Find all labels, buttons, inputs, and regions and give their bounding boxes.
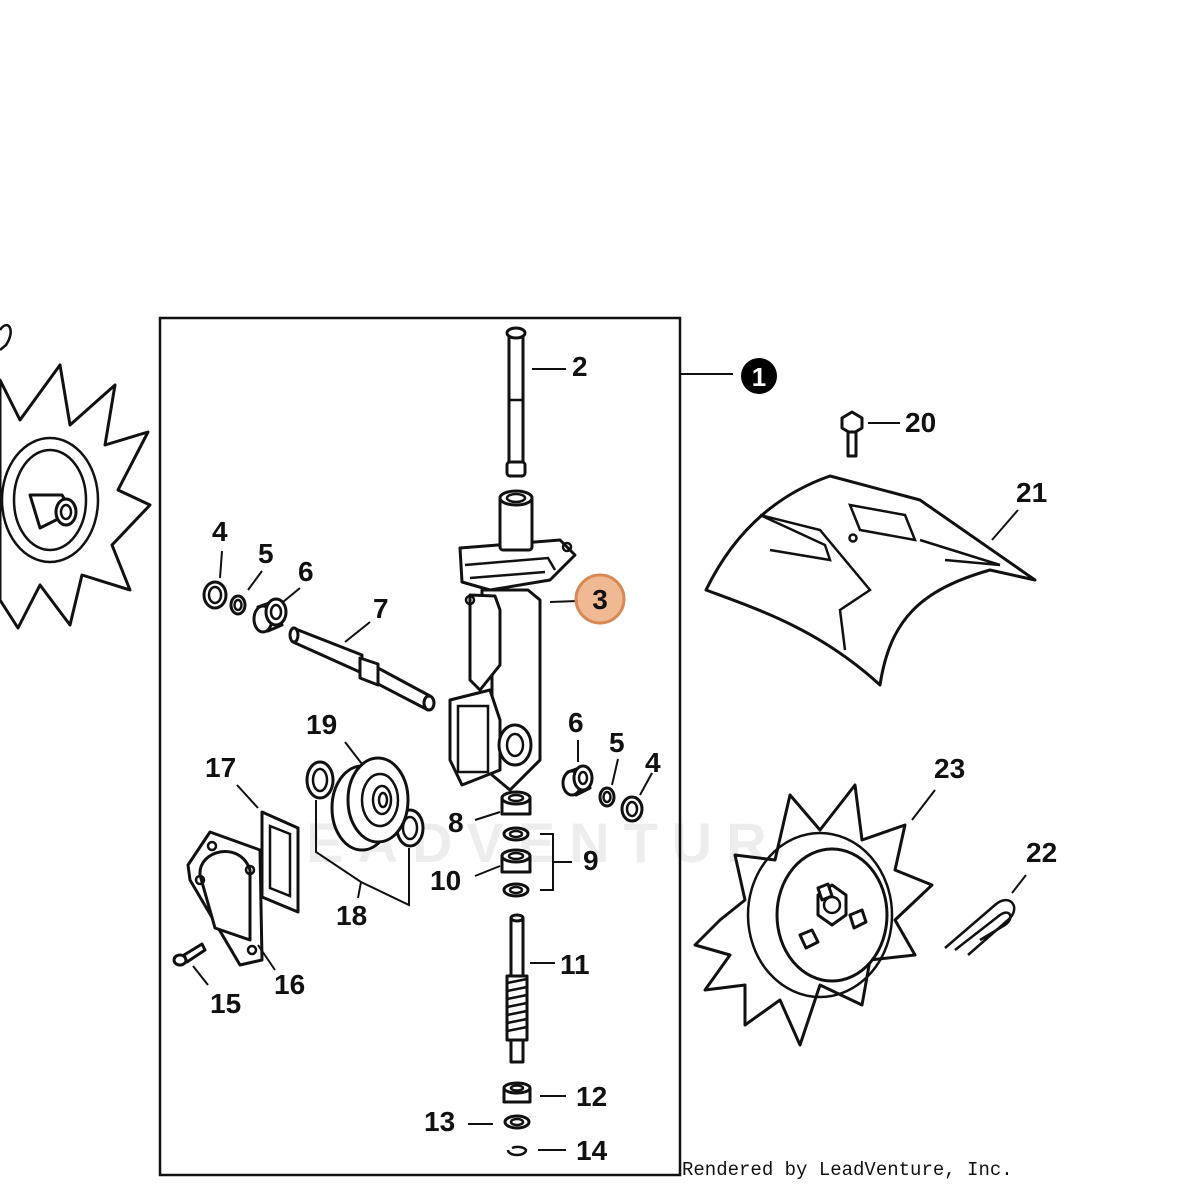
part-9-shims [502, 826, 530, 898]
callout-17: 17 [205, 752, 236, 783]
callout-14: 14 [576, 1135, 608, 1166]
part-4-seal-left [202, 580, 228, 610]
callout-16: 16 [274, 969, 305, 1000]
callout-21: 21 [1016, 477, 1047, 508]
callout-12: 12 [576, 1081, 607, 1112]
part-4-seal-right [620, 795, 644, 823]
part-15-screw [172, 942, 207, 967]
part-19-worm-gear [330, 756, 410, 852]
part-23-tine [693, 783, 934, 1047]
part-6-bearing-left [252, 597, 288, 634]
callout-7: 7 [373, 593, 389, 624]
callout-13: 13 [424, 1106, 455, 1137]
part-6-bearing-right [561, 764, 594, 797]
part-3-gear-housing [448, 489, 577, 792]
left-tine-partial [0, 323, 152, 630]
part-5-ring-left [229, 594, 247, 616]
part-21-shield [704, 474, 1037, 687]
callout-3-label: 3 [592, 584, 608, 615]
part-20-bolt [840, 410, 864, 458]
callout-22: 22 [1026, 837, 1057, 868]
callout-labels: 2 4 5 6 7 6 5 4 8 9 10 11 12 13 14 15 16… [205, 351, 1057, 1166]
part-16-cover [186, 830, 264, 967]
part-17-gasket [260, 810, 300, 914]
callout-2: 2 [572, 351, 588, 382]
callout-11: 11 [560, 949, 590, 980]
callout-1-label: 1 [752, 362, 766, 392]
callout-4-right: 4 [645, 747, 661, 778]
callout-4-left: 4 [212, 516, 228, 547]
leader-lines [192, 368, 1027, 1151]
part-12-bushing [502, 1081, 532, 1104]
part-14-circlip [506, 1145, 528, 1157]
callout-18: 18 [336, 900, 367, 931]
callout-3-highlight [574, 573, 626, 625]
callout-1-badge [741, 358, 777, 394]
part-11-worm-shaft [505, 913, 529, 1064]
part-8-bushing [500, 790, 532, 816]
callout-6-left: 6 [298, 556, 314, 587]
callout-10: 10 [430, 865, 461, 896]
part-7-shaft [288, 626, 436, 712]
render-credit: Rendered by LeadVenture, Inc. [682, 1159, 1013, 1181]
callout-23: 23 [934, 753, 965, 784]
callout-9: 9 [583, 845, 599, 876]
callout-5-right: 5 [609, 727, 625, 758]
callout-5-left: 5 [258, 538, 274, 569]
assembly-frame [158, 316, 682, 1177]
part-2-pin [505, 326, 527, 478]
callout-19: 19 [306, 709, 337, 740]
part-22-hairpin-clip [944, 898, 1016, 956]
callout-20: 20 [905, 407, 936, 438]
part-10-bushing [500, 848, 532, 874]
part-13-washer [503, 1114, 531, 1130]
part-5-ring-right [598, 786, 616, 808]
callout-6-right: 6 [568, 707, 584, 738]
callout-15: 15 [210, 988, 241, 1019]
callout-8: 8 [448, 807, 464, 838]
